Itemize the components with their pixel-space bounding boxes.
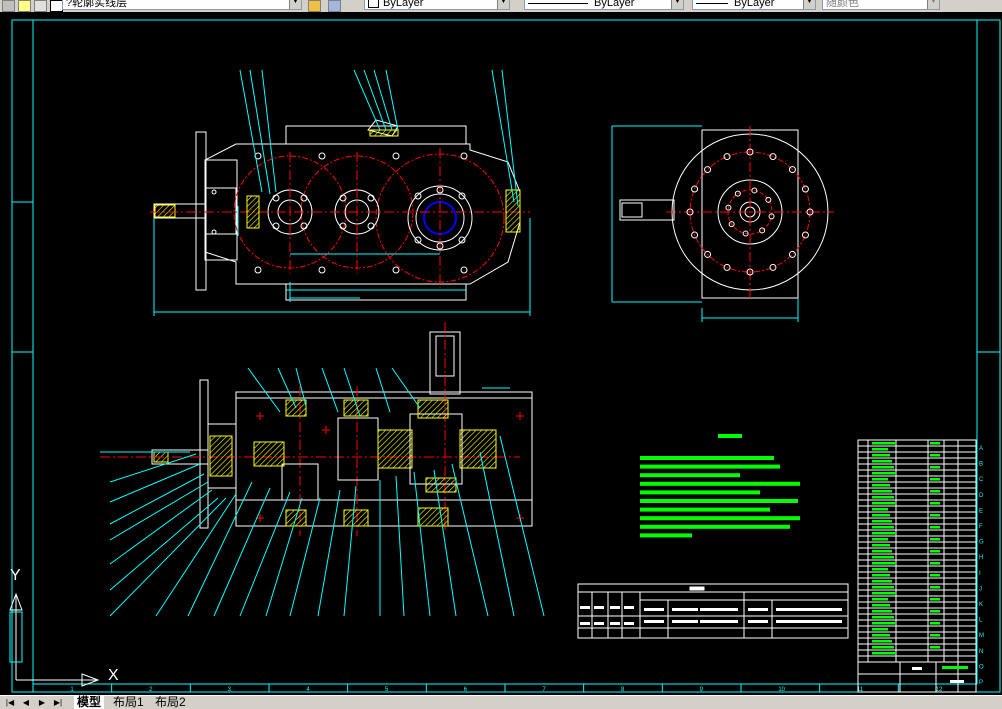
gear-parameter-table xyxy=(577,583,849,639)
plotstyle-dropdown-value: 随颜色 xyxy=(826,0,859,9)
chevron-down-icon[interactable]: ▼ xyxy=(671,0,683,9)
parts-list-title-block xyxy=(857,439,977,693)
lineweight-dropdown[interactable]: ByLayer ▼ xyxy=(692,0,816,10)
layer-state-icon[interactable] xyxy=(2,0,15,12)
zone-number-label: 11 xyxy=(857,687,864,693)
ucs-y-label: Y xyxy=(10,567,21,584)
zone-letter-label: M xyxy=(979,633,984,639)
zone-number-label: 4 xyxy=(306,687,310,693)
chevron-down-icon[interactable]: ▼ xyxy=(497,0,509,9)
first-tab-icon[interactable]: |◀ xyxy=(5,698,15,707)
tab-layout2[interactable]: 布局2 xyxy=(155,695,186,709)
side-elevation-view[interactable] xyxy=(611,125,834,322)
zone-letter-label: C xyxy=(979,477,984,483)
zone-number-label: 7 xyxy=(542,687,546,693)
lineweight-dropdown-value: ByLayer xyxy=(734,0,775,9)
zone-number-label: 8 xyxy=(621,687,625,693)
zone-letter-label: K xyxy=(979,602,983,608)
zone-number-label: 3 xyxy=(228,687,232,693)
drawing-frame xyxy=(11,19,1001,693)
linetype-dropdown-value: ByLayer xyxy=(594,0,635,9)
make-object-layer-current-icon[interactable] xyxy=(308,0,321,12)
tab-layout1[interactable]: 布局1 xyxy=(113,695,144,709)
chevron-down-icon[interactable]: ▼ xyxy=(927,0,939,9)
zone-number-label: 5 xyxy=(385,687,389,693)
zone-letter-label: O xyxy=(979,664,984,670)
layer-dropdown-value: ?轮廓实线层 xyxy=(66,0,128,9)
prev-tab-icon[interactable]: ◀ xyxy=(22,698,30,707)
tab-model[interactable]: 模型 xyxy=(74,696,105,709)
linetype-dropdown[interactable]: ByLayer ▼ xyxy=(524,0,684,10)
color-dropdown[interactable]: ByLayer ▼ xyxy=(364,0,510,10)
lineweight-preview-icon xyxy=(696,2,728,4)
properties-toolbar: ?轮廓实线层 ▼ ByLayer ▼ ByLayer ▼ ByLayer ▼ 随… xyxy=(0,0,1002,13)
zone-letter-label: L xyxy=(979,618,983,624)
ucs-x-label: X xyxy=(108,667,119,684)
zone-number-label: 9 xyxy=(700,687,704,693)
zone-grid-right: A B C D E F G H I J K L M N O P xyxy=(979,446,984,686)
layer-previous-icon[interactable] xyxy=(328,0,341,12)
zone-letter-label: E xyxy=(979,508,983,514)
layer-lock-icon[interactable] xyxy=(34,0,47,12)
zone-letter-label: B xyxy=(979,462,983,468)
zone-letter-label: N xyxy=(979,649,983,655)
chevron-down-icon[interactable]: ▼ xyxy=(803,0,815,9)
plotstyle-dropdown[interactable]: 随颜色 ▼ xyxy=(822,0,940,10)
zone-letter-label: G xyxy=(979,540,984,546)
plan-section-view[interactable] xyxy=(100,322,545,617)
layer-freeze-icon[interactable] xyxy=(18,0,31,12)
technical-requirements-notes xyxy=(640,434,800,538)
zone-number-label: 6 xyxy=(464,687,468,693)
zone-number-label: 12 xyxy=(936,687,943,693)
color-swatch-icon xyxy=(368,0,379,9)
zone-letter-label: P xyxy=(979,680,983,686)
chevron-down-icon[interactable]: ▼ xyxy=(289,0,301,9)
zone-number-label: 10 xyxy=(778,687,785,693)
color-dropdown-value: ByLayer xyxy=(383,0,424,9)
last-tab-icon[interactable]: ▶| xyxy=(53,698,63,707)
next-tab-icon[interactable]: ▶ xyxy=(38,698,46,707)
layer-dropdown[interactable]: ?轮廓实线层 ▼ xyxy=(62,0,302,10)
zone-letter-label: J xyxy=(979,586,982,592)
zone-letter-label: H xyxy=(979,555,983,561)
front-elevation-view[interactable] xyxy=(150,69,531,316)
zone-number-label: 2 xyxy=(149,687,153,693)
zone-number-label: 1 xyxy=(70,687,74,693)
layout-tab-bar: |◀ ◀ ▶ ▶| 模型 布局1 布局2 xyxy=(0,695,1002,709)
linetype-preview-icon xyxy=(528,2,588,4)
ucs-icon xyxy=(9,592,100,687)
zone-letter-label: A xyxy=(979,446,983,452)
zone-letter-label: I xyxy=(979,571,981,577)
zone-letter-label: F xyxy=(979,524,983,530)
zone-letter-label: D xyxy=(979,493,984,499)
